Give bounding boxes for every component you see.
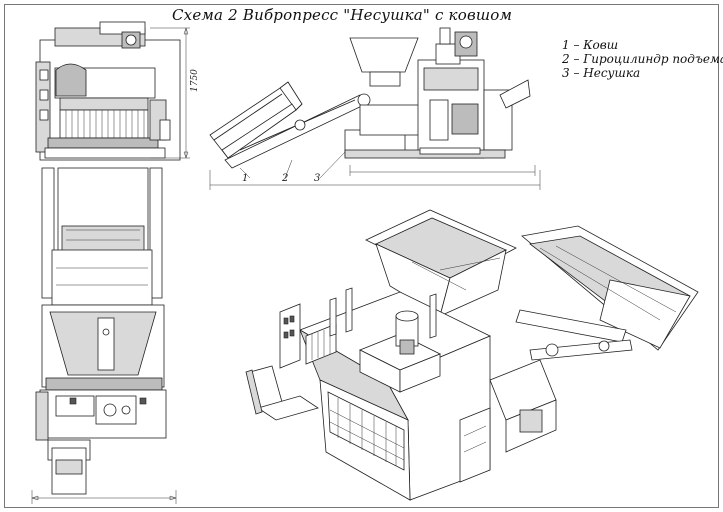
legend-item-hydrocylinder: 2 – Гироцилиндр подъема	[562, 52, 723, 66]
sheet-frame	[4, 4, 719, 508]
iso-mould-grid	[327, 391, 405, 471]
drawing-title: Схема 2 Вибропресс "Несушка" с ковшом	[172, 6, 513, 24]
parts-legend: 1 – Ковш 2 – Гироцилиндр подъема 3 – Нес…	[562, 38, 723, 80]
height-dimension-label: 1750	[190, 69, 200, 92]
mould-grid	[59, 109, 149, 139]
legend-item-carrier: 3 – Несушка	[562, 66, 641, 80]
callout-3: 3	[314, 173, 320, 184]
top-mechanism	[55, 395, 147, 425]
callout-1: 1	[242, 173, 248, 184]
callout-2: 2	[281, 173, 288, 184]
legend-item-bucket: 1 – Ковш	[562, 38, 619, 52]
